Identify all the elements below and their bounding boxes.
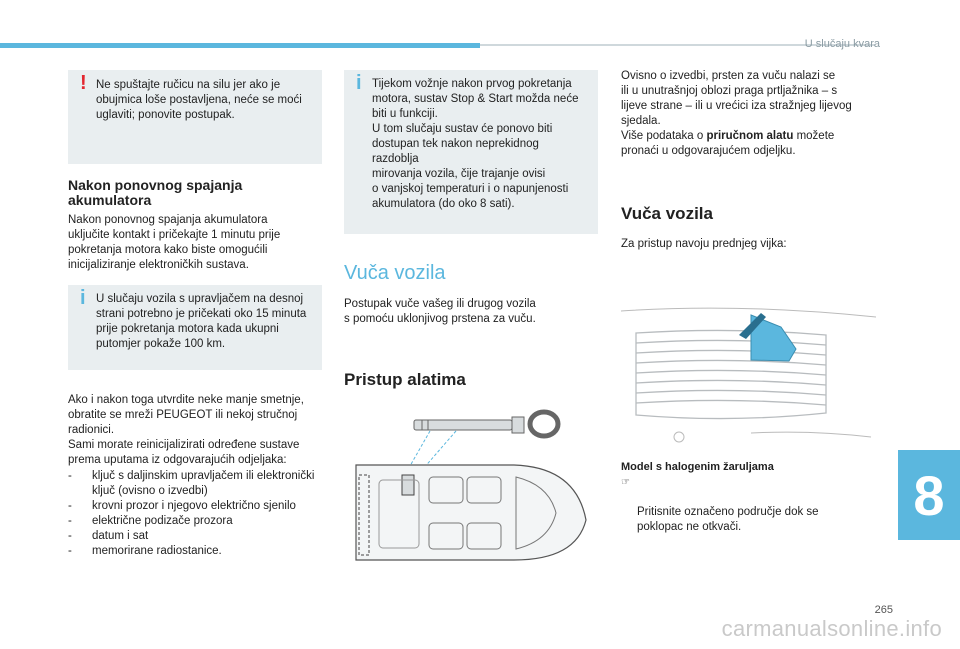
info-icon: i (356, 72, 362, 94)
heading-tools-access: Pristup alatima (344, 370, 466, 389)
paragraph-towing: Postupak vuče vašeg ili drugog vozila s … (344, 298, 536, 325)
paragraph-ring-location: Ovisno o izvedbi, prsten za vuču nalazi … (621, 69, 891, 159)
info-text: U slučaju vozila s upravljačem na desnoj… (96, 293, 307, 350)
warning-text: Ne spuštajte ručicu na silu jer ako je o… (96, 79, 302, 121)
info-box-right-hand-drive: i U slučaju vozila s upravljačem na desn… (68, 285, 322, 370)
car-tools-illustration (344, 405, 599, 570)
header-rule (480, 44, 875, 46)
instruction-text: Pritisnite označeno područje dok se pokl… (637, 506, 819, 533)
heading-towing: Vuča vozila (621, 204, 713, 223)
front-grille-illustration (621, 305, 876, 452)
section-title: U slučaju kvara (804, 38, 880, 50)
reinit-list: ključ s daljinskim upravljačem ili elekt… (68, 469, 328, 559)
pointer-icon: ☞ (621, 477, 630, 488)
watermark: carmanualsonline.info (721, 616, 942, 641)
ring-location-text-b: možete pronaći u odgovarajućem odjeljku. (621, 130, 835, 157)
heading-reconnect: Nakon ponovnog spajanja akumulatora (68, 178, 328, 208)
info-text: Tijekom vožnje nakon prvog pokretanja mo… (372, 78, 579, 210)
instruction-press: ☞ Pritisnite označeno područje dok se po… (621, 475, 891, 550)
ring-location-text-a: Ovisno o izvedbi, prsten za vuču nalazi … (621, 70, 852, 142)
paragraph-front-screw: Za pristup navoju prednjeg vijka: (621, 238, 787, 250)
page-number: 265 (874, 604, 893, 616)
tool-kit-emphasis: priručnom alatu (706, 130, 794, 142)
info-box-stop-start: i Tijekom vožnje nakon prvog pokretanja … (344, 70, 598, 234)
heading-reconnect-line2: akumulatora (68, 192, 152, 208)
list-item: datum i sat (68, 529, 328, 544)
header-accent-bar (0, 43, 480, 48)
list-item: električne podizače prozora (68, 514, 328, 529)
info-icon: i (80, 287, 86, 309)
list-item: krovni prozor i njegovo električno sjeni… (68, 499, 328, 514)
warning-icon: ! (80, 72, 87, 94)
paragraph-faults: Ako i nakon toga utvrdite neke manje sme… (68, 394, 304, 466)
list-item: ključ s daljinskim upravljačem ili elekt… (68, 469, 328, 499)
list-item: memorirane radiostanice. (68, 544, 328, 559)
warning-box: ! Ne spuštajte ručicu na silu jer ako je… (68, 70, 322, 164)
chapter-tab: 8 (898, 450, 960, 540)
caption-halogen: Model s halogenim žaruljama (621, 461, 774, 473)
heading-towing-light: Vuča vozila (344, 262, 446, 284)
heading-reconnect-line1: Nakon ponovnog spajanja (68, 177, 243, 193)
paragraph-reconnect: Nakon ponovnog spajanja akumulatora uklj… (68, 214, 281, 271)
